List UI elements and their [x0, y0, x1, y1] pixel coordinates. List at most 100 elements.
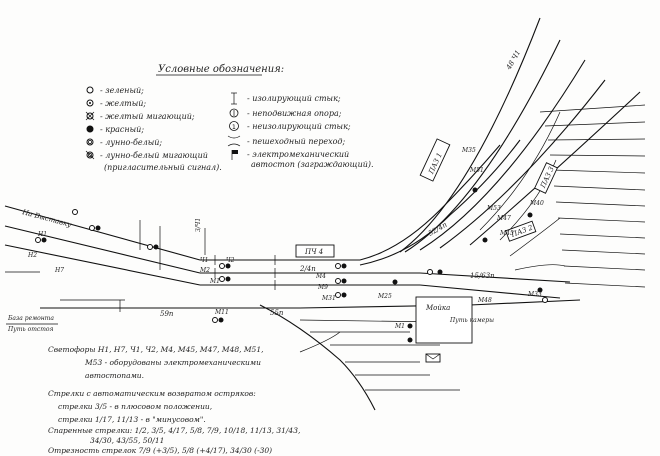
svg-text:М1: М1	[394, 323, 405, 330]
signal-icon	[427, 269, 433, 275]
envelope-icon	[425, 353, 441, 363]
signal-icon	[527, 212, 533, 218]
symbol-legend: - изолирующий стык; - неподвижная опора;…	[227, 92, 374, 169]
legend-lunar-white: - лунно-белый;	[100, 138, 162, 147]
green-signal-icon	[86, 86, 94, 94]
platform: ПЧ 4	[295, 244, 335, 258]
svg-text:Н7: Н7	[54, 267, 64, 274]
svg-text:1: 1	[232, 124, 236, 131]
svg-text:М51: М51	[469, 167, 484, 174]
lower-branch	[259, 304, 460, 411]
note-line-9: Отрезность стрелок 7/9 (+3/5), 5/8 (+4/1…	[48, 446, 272, 455]
signal-icon	[95, 225, 101, 231]
svg-text:Ч1: Ч1	[200, 257, 208, 264]
legend-autostop: - электромеханический	[247, 150, 349, 159]
signal-icon	[335, 263, 341, 269]
svg-text:59п: 59п	[160, 310, 174, 318]
svg-text:М25: М25	[377, 293, 392, 300]
svg-text:Ч2: Ч2	[226, 257, 235, 264]
legend-non-insulating-joint: - неизолирующий стык;	[247, 122, 351, 131]
signal-icon	[225, 276, 231, 282]
signal-labels: М51 М53 М47 М45 М35 М40 М33 М25 Н1 Н2 М1…	[27, 147, 544, 330]
svg-text:М4: М4	[315, 273, 326, 280]
svg-text:На Выставку: На Выставку	[21, 208, 74, 229]
main-tracks	[4, 139, 581, 309]
signal-icon	[212, 317, 218, 323]
pedestrian-crossing-icon	[227, 135, 241, 147]
signal-icon	[225, 263, 231, 269]
platform-box	[295, 244, 335, 258]
signal-icon	[472, 187, 478, 193]
fixed-support-icon	[229, 108, 239, 118]
signal-icon	[335, 292, 341, 298]
signal-icon	[153, 244, 159, 250]
svg-text:55п: 55п	[270, 309, 284, 317]
wash-box: Мойка Путь камеры	[415, 296, 494, 363]
svg-text:Мойка: Мойка	[425, 304, 450, 312]
legend-green: - зеленый;	[100, 86, 144, 95]
signal-icon	[542, 297, 548, 303]
signal-icon	[537, 287, 543, 293]
svg-text:ПЧ 4: ПЧ 4	[304, 248, 323, 256]
note-line-4: Стрелки с автоматическим возвратом остря…	[48, 389, 256, 398]
legend-pedestrian-crossing: - пешеходный переход;	[247, 137, 345, 146]
legend: Условные обозначения: - зеленый; - желты…	[85, 64, 374, 172]
svg-text:М47: М47	[496, 215, 511, 222]
svg-text:М31: М31	[321, 295, 336, 302]
signal-icon	[341, 278, 347, 284]
legend-insulating-joint: - изолирующий стык;	[247, 94, 341, 103]
signal-icon	[219, 276, 225, 282]
signal-icon	[392, 279, 398, 285]
signal-icon	[35, 237, 41, 243]
legend-lunar-white-blinking: - лунно-белый мигающий	[100, 151, 208, 160]
legend-yellow-blinking: - желтый мигающий;	[100, 112, 195, 121]
note-line-5: стрелки 3/5 - в плюсовом положении,	[58, 402, 212, 411]
paz1-box	[419, 138, 451, 182]
svg-text:М1: М1	[209, 278, 220, 285]
note-line-6: стрелки 1/17, 11/13 - в "минусовом".	[58, 415, 206, 424]
signal-legend: - зеленый; - желтый; - желтый мигающий; …	[85, 86, 222, 172]
svg-text:Н2: Н2	[27, 252, 37, 259]
signal-icon	[482, 237, 488, 243]
svg-text:М33: М33	[527, 291, 542, 298]
signal-icon	[72, 209, 78, 215]
svg-text:М45: М45	[499, 230, 514, 237]
legend-yellow: - желтый;	[100, 99, 146, 108]
legend-fixed-support: - неподвижная опора;	[247, 109, 342, 118]
signal-icon	[407, 337, 413, 343]
signal-icon	[219, 263, 225, 269]
signal-icon	[341, 263, 347, 269]
signal-icon	[147, 244, 153, 250]
signal-icon	[341, 292, 347, 298]
signal-icon	[218, 317, 224, 323]
svg-text:Путь камеры: Путь камеры	[449, 317, 494, 324]
signal-icon	[335, 278, 341, 284]
svg-text:М11: М11	[214, 309, 229, 316]
svg-text:М40: М40	[529, 200, 544, 207]
red-signal-icon	[86, 125, 94, 133]
svg-text:Н1: Н1	[37, 231, 47, 238]
note-line-7: Спаренные стрелки: 1/2, 3/5, 4/17, 5/8, …	[48, 426, 300, 435]
svg-text:З/Ч1: З/Ч1	[195, 218, 202, 232]
legend-invitational-signal: (пригласительный сигнал).	[104, 163, 222, 172]
signal-icon	[89, 225, 95, 231]
paz2-box	[505, 220, 537, 242]
non-insulating-joint-icon	[229, 121, 239, 131]
svg-text:М2: М2	[199, 267, 210, 274]
note-line-8: 34/30, 43/55, 50/11	[90, 436, 164, 445]
wash-building	[415, 296, 473, 344]
note-line-2: М53 - оборудованы электромеханическими	[84, 358, 261, 367]
note-line-3: автостопами.	[85, 371, 144, 380]
paz3-box	[534, 162, 558, 194]
svg-text:М9: М9	[317, 284, 328, 291]
legend-autostop-2: автостоп (заграждающий).	[251, 160, 374, 169]
legend-red: - красный;	[100, 125, 144, 134]
svg-text:М48: М48	[477, 297, 492, 304]
joints	[119, 220, 276, 312]
signal-icon	[407, 323, 413, 329]
lunar-white-signal-icon	[86, 138, 94, 146]
signal-icon	[437, 269, 443, 275]
svg-text:М53: М53	[486, 205, 501, 212]
